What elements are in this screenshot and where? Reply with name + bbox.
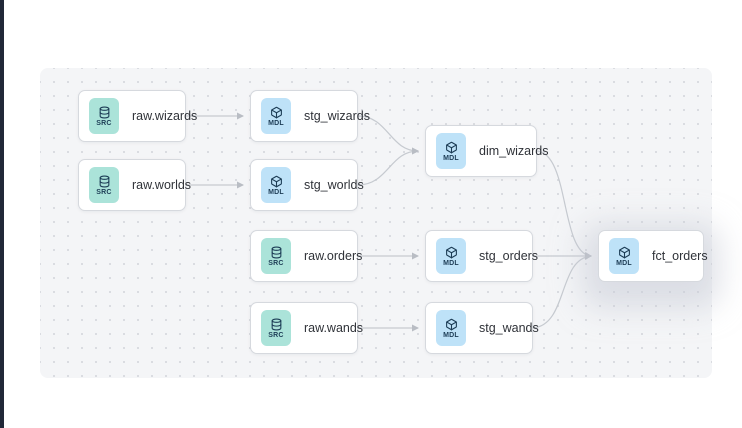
- node-raw-worlds[interactable]: SRC raw.worlds: [78, 159, 191, 211]
- cube-icon: [445, 318, 457, 331]
- model-badge: MDL: [261, 98, 291, 134]
- node-stg-wizards[interactable]: MDL stg_wizards: [250, 90, 370, 142]
- badge-label: MDL: [268, 188, 284, 196]
- cube-icon: [618, 246, 630, 259]
- node-label: stg_orders: [479, 249, 539, 263]
- node-label: raw.wizards: [132, 109, 198, 123]
- badge-label: SRC: [268, 331, 284, 339]
- edge-dim-wizards-fct-orders: [536, 150, 592, 259]
- source-badge: SRC: [261, 238, 291, 274]
- source-badge: SRC: [89, 167, 119, 203]
- model-badge: MDL: [436, 238, 466, 274]
- edge-stg-wands-fct-orders: [532, 253, 592, 329]
- database-icon: [271, 246, 281, 258]
- badge-label: MDL: [443, 154, 459, 162]
- node-label: fct_orders: [652, 249, 708, 263]
- edge-stg-wizards-dim-wizards: [357, 115, 419, 155]
- node-fct-orders[interactable]: MDL fct_orders: [598, 230, 708, 282]
- badge-label: SRC: [96, 188, 112, 196]
- node-label: raw.worlds: [132, 178, 192, 192]
- node-stg-orders[interactable]: MDL stg_orders: [425, 230, 538, 282]
- node-label: stg_wands: [479, 321, 539, 335]
- window-edge-bar: [0, 0, 4, 428]
- node-stg-worlds[interactable]: MDL stg_worlds: [250, 159, 364, 211]
- badge-label: MDL: [616, 259, 632, 267]
- node-label: raw.orders: [304, 249, 363, 263]
- model-badge: MDL: [609, 238, 639, 274]
- node-dim-wizards[interactable]: MDL dim_wizards: [425, 125, 548, 177]
- database-icon: [99, 175, 109, 187]
- cube-icon: [445, 246, 457, 259]
- cube-icon: [270, 106, 282, 119]
- cube-icon: [270, 175, 282, 188]
- badge-label: SRC: [268, 259, 284, 267]
- node-raw-wizards[interactable]: SRC raw.wizards: [78, 90, 197, 142]
- database-icon: [271, 318, 281, 330]
- badge-label: MDL: [268, 119, 284, 127]
- node-raw-wands[interactable]: SRC raw.wands: [250, 302, 363, 354]
- edge-layer: [186, 112, 592, 332]
- node-raw-orders[interactable]: SRC raw.orders: [250, 230, 362, 282]
- node-label: stg_wizards: [304, 109, 370, 123]
- source-badge: SRC: [89, 98, 119, 134]
- lineage-canvas[interactable]: SRC raw.wizards SRC raw.worlds MDL stg_w…: [40, 68, 712, 378]
- database-icon: [99, 106, 109, 118]
- model-badge: MDL: [436, 310, 466, 346]
- cube-icon: [445, 141, 457, 154]
- badge-label: MDL: [443, 331, 459, 339]
- node-stg-wands[interactable]: MDL stg_wands: [425, 302, 539, 354]
- model-badge: MDL: [436, 133, 466, 169]
- source-badge: SRC: [261, 310, 291, 346]
- node-label: stg_worlds: [304, 178, 364, 192]
- edge-stg-worlds-dim-wizards: [357, 147, 419, 186]
- node-label: raw.wands: [304, 321, 364, 335]
- badge-label: MDL: [443, 259, 459, 267]
- badge-label: SRC: [96, 119, 112, 127]
- node-label: dim_wizards: [479, 144, 549, 158]
- model-badge: MDL: [261, 167, 291, 203]
